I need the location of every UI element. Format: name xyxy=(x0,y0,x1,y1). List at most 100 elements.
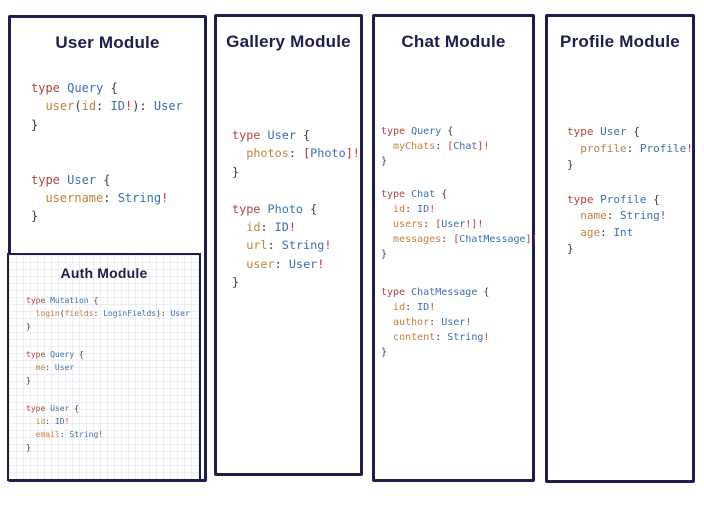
code-token: User xyxy=(288,256,318,271)
code-token: } xyxy=(31,209,39,224)
code-token: { xyxy=(310,201,318,216)
code-line: } xyxy=(381,345,532,360)
code-token: id xyxy=(81,99,97,114)
code-token xyxy=(26,430,36,439)
code-token: name xyxy=(580,209,607,222)
code-token: Query xyxy=(67,81,111,95)
code-line: } xyxy=(381,247,532,262)
code-token: type xyxy=(232,128,268,142)
code-token: ( xyxy=(74,99,82,114)
code-token: [ xyxy=(435,219,442,231)
code-token: { xyxy=(93,296,99,305)
code-line: type Query { xyxy=(381,124,532,139)
code-line: url: String! xyxy=(232,236,360,254)
profile-module-code-user: type User { profile: Profile!} xyxy=(567,124,693,174)
code-token: { xyxy=(441,188,448,200)
code-token: Photo xyxy=(310,146,346,161)
code-token: User xyxy=(267,128,304,142)
code-token: } xyxy=(381,156,388,168)
code-token: ID xyxy=(417,301,430,313)
code-token: LoginFields xyxy=(103,309,157,318)
code-line: messages: [ChatMessage]! xyxy=(381,232,538,247)
code-token: type xyxy=(381,188,412,200)
code-token xyxy=(567,142,580,155)
code-token: ID xyxy=(274,220,289,235)
panel-chat-module: Chat Module type Query { myChats: [Chat]… xyxy=(372,14,538,482)
code-token: Photo xyxy=(267,201,311,216)
code-token: : xyxy=(606,209,620,222)
code-token: ]! xyxy=(345,146,360,161)
code-token: type xyxy=(31,81,68,95)
code-token xyxy=(31,99,45,113)
code-line: type User { xyxy=(232,126,360,144)
code-line: type Profile { xyxy=(567,192,692,209)
code-line: type ChatMessage { xyxy=(381,285,532,300)
code-token: ! xyxy=(324,238,332,253)
code-token: [ xyxy=(303,146,311,161)
code-token: ! xyxy=(483,332,490,344)
code-token: ): xyxy=(156,309,171,318)
code-line: name: String! xyxy=(567,208,692,225)
code-line: } xyxy=(232,163,360,181)
code-line: } xyxy=(31,207,204,225)
code-token: : xyxy=(626,141,640,155)
code-line: } xyxy=(567,241,692,258)
code-token: username xyxy=(45,191,104,206)
code-token: } xyxy=(232,164,240,179)
code-line: login(fields: LoginFields): User xyxy=(26,307,199,320)
code-token: String xyxy=(620,209,660,222)
code-line: type Mutation { xyxy=(26,294,199,307)
code-line: type Photo { xyxy=(232,200,360,218)
code-token: User xyxy=(67,172,104,187)
code-token: me xyxy=(35,363,46,372)
code-token: Profile xyxy=(600,192,654,206)
panel-gallery-module: Gallery Module type User { photos: [Phot… xyxy=(214,14,363,476)
code-token: type xyxy=(567,125,601,138)
gallery-module-title: Gallery Module xyxy=(226,32,351,51)
code-token: users xyxy=(393,219,424,231)
code-token: : xyxy=(423,219,436,231)
code-line: type Query { xyxy=(26,348,199,361)
code-token: : xyxy=(429,317,442,329)
code-token: : xyxy=(288,146,304,161)
code-token: String xyxy=(69,430,99,439)
code-token: ChatMessage xyxy=(411,286,484,298)
code-token: ): xyxy=(132,99,154,114)
code-line: } xyxy=(26,374,199,387)
code-line: users: [User!]! xyxy=(381,217,532,232)
code-token: : xyxy=(45,363,55,372)
code-token: id xyxy=(393,301,406,313)
code-token: email xyxy=(35,430,60,439)
code-token xyxy=(26,363,36,372)
code-token: [ xyxy=(447,141,454,153)
code-token: user xyxy=(45,99,75,114)
code-token xyxy=(381,302,393,313)
code-token: Query xyxy=(50,350,79,359)
code-token: : xyxy=(405,301,418,313)
code-token xyxy=(26,417,36,426)
code-token: Profile xyxy=(639,141,687,155)
code-line: username: String! xyxy=(31,189,204,207)
code-token: { xyxy=(483,286,490,298)
code-token xyxy=(232,238,246,252)
code-token: [ xyxy=(453,234,460,246)
code-token: user xyxy=(246,256,275,271)
code-token: age xyxy=(580,225,601,239)
auth-module-code-user: type User { id: ID! email: String!} xyxy=(26,402,199,454)
code-token: Mutation xyxy=(50,296,94,305)
code-token: Chat xyxy=(411,188,442,200)
code-token: type xyxy=(232,201,268,216)
code-token xyxy=(26,309,36,318)
code-token: ! xyxy=(465,317,472,329)
code-line: user(id: ID!): User xyxy=(31,97,204,115)
code-line: user: User! xyxy=(232,255,360,273)
code-token: User xyxy=(600,125,634,138)
gallery-module-code-photo: type Photo { id: ID! url: String! user: … xyxy=(232,200,360,291)
code-token xyxy=(381,219,393,230)
code-token: { xyxy=(110,81,118,95)
code-token: { xyxy=(74,404,80,413)
code-token xyxy=(31,191,45,205)
code-token xyxy=(232,220,246,234)
code-token: ! xyxy=(288,220,296,235)
